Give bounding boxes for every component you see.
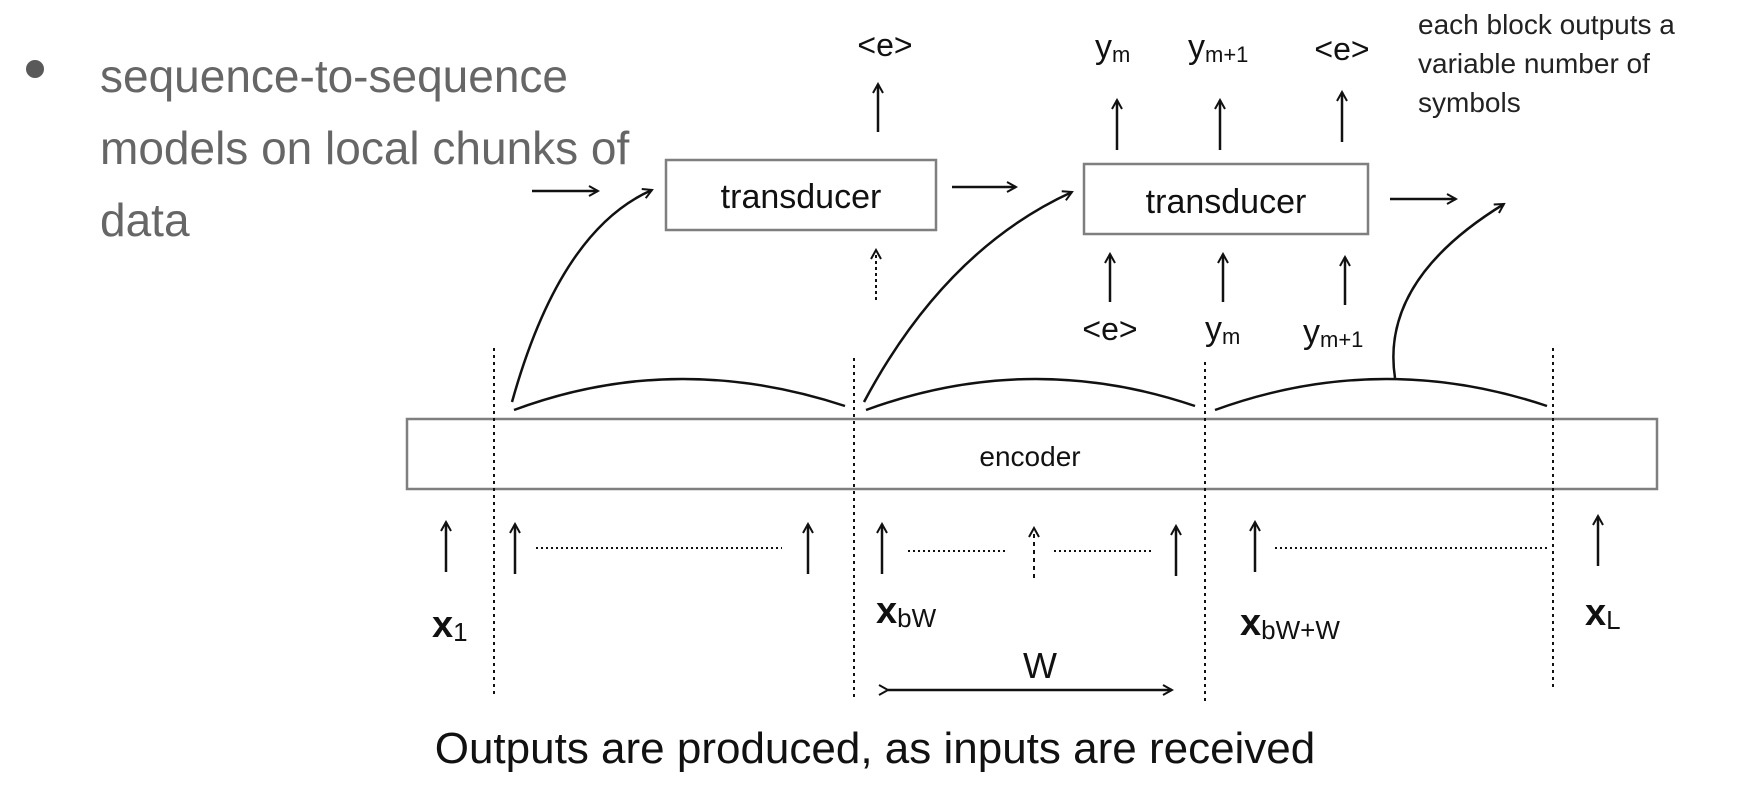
encoder-box: [405, 417, 1659, 491]
transducer-label-1: transducer: [721, 178, 882, 216]
curve-arrow-1: [510, 190, 652, 403]
t2-output-end: <e>: [1314, 31, 1369, 67]
label-x1: x1: [432, 604, 468, 647]
t2-output-ym1: ym+1: [1188, 28, 1248, 67]
t2-input-ym1: ym+1: [1303, 313, 1363, 352]
bullet-marker: [26, 60, 44, 78]
transducer-box-1: [664, 158, 938, 232]
caption: Outputs are produced, as inputs are rece…: [434, 724, 1316, 773]
label-xbWW: xbW+W: [1240, 602, 1340, 645]
curve-arrow-3: [1392, 204, 1504, 379]
encoder-arc-2: [865, 377, 1196, 412]
annotation-text: each block outputs a variable number of …: [1418, 9, 1683, 118]
encoder-label: encoder: [979, 441, 1080, 472]
curve-arrow-2: [862, 192, 1072, 403]
t1-output-end: <e>: [857, 27, 912, 63]
encoder-arc-1: [513, 377, 846, 412]
annotation-line-1: each block outputs a: [1418, 9, 1675, 40]
encoder-arc-3: [1214, 377, 1548, 412]
window-label: W: [1023, 645, 1057, 686]
transducer-label-2: transducer: [1146, 183, 1307, 221]
label-xL: xL: [1585, 592, 1621, 635]
transducer-box-2: [1082, 162, 1370, 236]
t2-input-end: <e>: [1082, 311, 1137, 347]
bullet-text: sequence-to-sequence models on local chu…: [100, 50, 630, 246]
annotation-line-2: variable number of: [1418, 48, 1650, 79]
t2-input-ym: ym: [1205, 310, 1240, 349]
t2-output-ym: ym: [1095, 28, 1130, 67]
label-xbW: xbW: [876, 590, 937, 633]
annotation-line-3: symbols: [1418, 87, 1521, 118]
